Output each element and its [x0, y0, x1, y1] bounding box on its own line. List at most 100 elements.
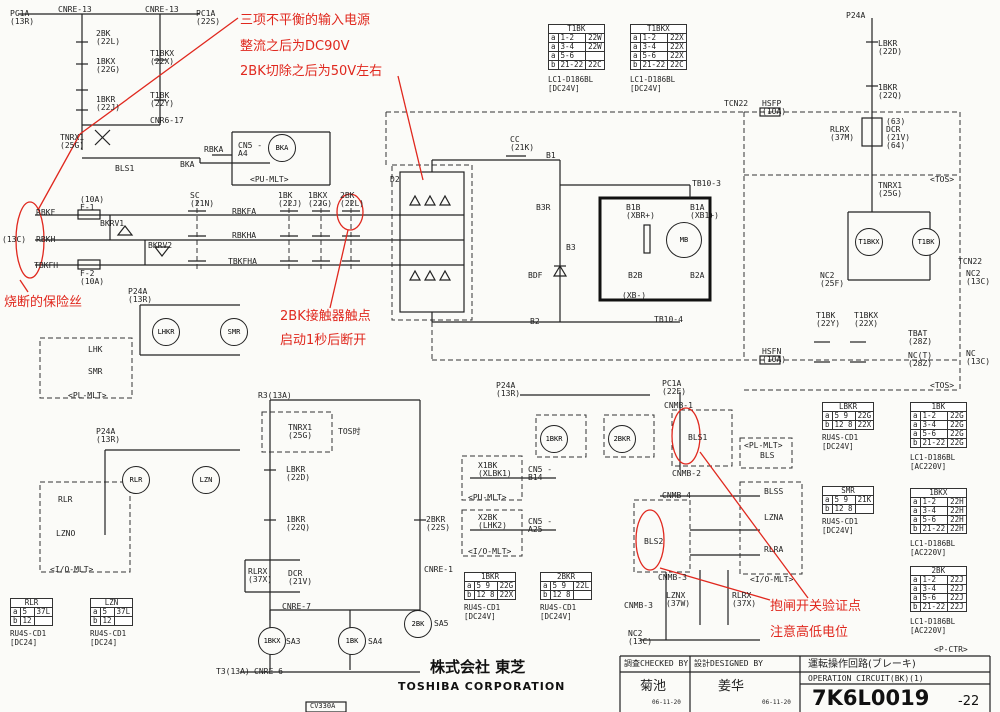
annotation-blown-fuse: 烧断的保险丝: [4, 295, 83, 310]
label-p24a-m: P24A (13R): [496, 381, 521, 398]
designed-by-label: 設計DESIGNED BY: [694, 659, 763, 668]
table-cell: 22C: [585, 60, 605, 70]
label-tbat: TBAT (28Z): [908, 329, 933, 346]
lhkr-coil: LHKR: [152, 318, 180, 346]
table-cell: b: [630, 60, 641, 70]
label-sc: SC (21N): [190, 191, 215, 208]
label-2bk-2: 2BK (22L): [340, 191, 365, 208]
label-rlra: RLRA: [764, 545, 784, 554]
label-fuse-f1: (10A) F-1: [80, 195, 105, 212]
label-hsfp: HSFP (10A): [762, 99, 787, 116]
label-tb10-4: TB10-4: [654, 315, 683, 324]
label-cnre6: CNRE-6: [254, 667, 283, 676]
label-dcr-m: DCR (21V): [288, 569, 313, 586]
label-tos2: <TOS>: [930, 381, 955, 390]
table-cell: 22W: [585, 42, 605, 52]
label-b2a: B2A: [690, 271, 705, 280]
table-cell: [33, 616, 54, 626]
table-cell: 22J: [947, 602, 967, 612]
label-cn5-b14: CN5 -B14: [528, 465, 553, 482]
table-voltage: [DC24V]: [630, 84, 662, 93]
table-voltage: [AC220V]: [910, 626, 947, 635]
table-cell: 12: [99, 616, 115, 626]
lzn-coil: LZN: [192, 466, 220, 494]
designed-name: 姜华: [718, 679, 745, 694]
table-cell: [854, 504, 875, 514]
label-tbkfha: TBKFHA: [228, 257, 257, 266]
label-rbkfa: RBKFA: [232, 207, 257, 216]
mb-label: MB: [679, 236, 689, 244]
label-pc1a-22s: PC1A (22S): [196, 9, 221, 26]
label-fuse-f2: F-2 (10A): [80, 269, 105, 286]
label-nc2: NC2 (25F): [820, 271, 845, 288]
table-cell: 12: [19, 616, 35, 626]
label-t3: T3(13A): [216, 667, 250, 676]
table-cell: 22G: [947, 438, 967, 448]
label-io-mlt2: <I/O-MLT>: [750, 575, 794, 584]
label-bls2-r: BLS2: [644, 537, 664, 546]
label-rlrx-r: RLRX (37X): [732, 591, 757, 608]
label-cnre13: CNRE-13: [58, 5, 92, 14]
table-cell: 22X: [496, 590, 517, 600]
label-bls1-r: BLS1: [688, 433, 708, 442]
label-tb10-3: TB10-3: [692, 179, 721, 188]
label-d2: D2: [390, 175, 400, 184]
label-cnre7: CNRE-7: [282, 602, 311, 611]
table-voltage: [DC24]: [90, 638, 118, 647]
table-cell: b: [464, 590, 475, 600]
checked-name: 菊池: [640, 679, 667, 694]
label-t1bk-22y: T1BK (22Y): [816, 311, 841, 328]
label-bls: BLS: [760, 451, 775, 460]
label-lzna: LZNA: [764, 513, 784, 522]
label-pc1a-13r: PC1A (13R): [10, 9, 35, 26]
bkr2-coil: 2BKR: [608, 425, 636, 453]
table-cell: 37L: [113, 607, 134, 617]
table-cell: b: [822, 504, 833, 514]
label-cnre13b: CNRE-13: [145, 5, 179, 14]
smr-coil: SMR: [220, 318, 248, 346]
label-nc2-r: NC2 (13C): [966, 269, 991, 286]
table-cell: 12 8: [831, 420, 856, 430]
label-1bkx-2: 1BKX (22G): [308, 191, 333, 208]
table-cell: b: [90, 616, 101, 626]
table-part-number: RU4S-CD1: [540, 603, 577, 612]
label-sa5: SA5: [434, 619, 449, 628]
label-tnrx1-r: TNRX1 (25G): [878, 181, 903, 198]
drawing-number: 7K6L0019: [812, 686, 930, 710]
label-tcn22: TCN22: [724, 99, 749, 108]
table-part-number: RU4S-CD1: [90, 629, 127, 638]
company-en: TOSHIBA CORPORATION: [398, 680, 566, 693]
label-b1: B1: [546, 151, 556, 160]
label-t1bkx-22x: T1BKX (22X): [854, 311, 879, 328]
label-pctr: <P-CTR>: [934, 645, 968, 654]
table-voltage: [AC220V]: [910, 548, 947, 557]
label-xb: (XB-): [622, 291, 647, 300]
table-cell: [113, 616, 134, 626]
table-voltage: [DC24V]: [464, 612, 496, 621]
label-cnre1: CNRE-1: [424, 565, 453, 574]
t1bk-coil-label: T1BK: [917, 238, 935, 246]
table-part-number: LC1-D186BL: [548, 75, 594, 84]
smr-coil-label: SMR: [227, 328, 241, 336]
label-rbkf: RBKF: [36, 208, 56, 217]
label-pu-mlt: <PU-MLT>: [250, 175, 289, 184]
annotation-unbalanced-input: 三项不平衡的输入电源: [240, 13, 371, 28]
label-cnmb2: CNMB-2: [672, 469, 701, 478]
table-voltage: [DC24]: [10, 638, 38, 647]
label-blss: BLSS: [764, 487, 784, 496]
t1bkx-coil: T1BKX: [855, 228, 883, 256]
